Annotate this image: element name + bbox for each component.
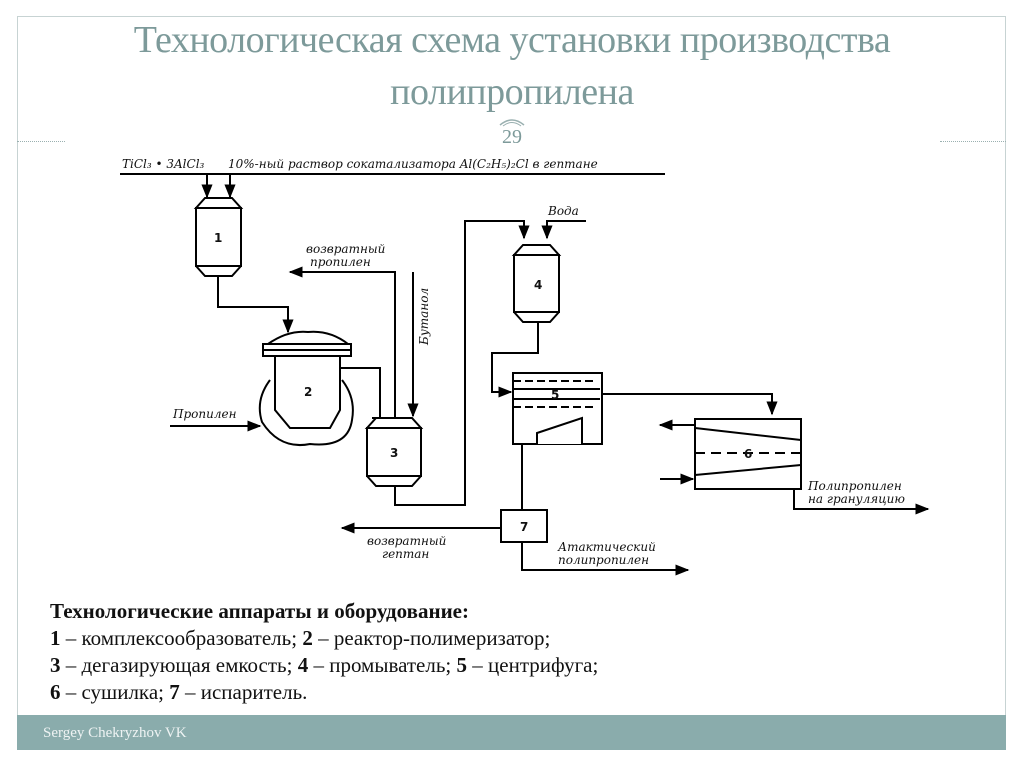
label-return-heptane-2: гептан	[382, 547, 429, 561]
legend-num: 6	[50, 680, 61, 704]
divider-right	[940, 141, 1006, 142]
legend-text: – испаритель.	[179, 680, 308, 704]
slide-title: Технологическая схема установки производ…	[133, 19, 891, 113]
dryer-6	[694, 418, 802, 490]
return-propylene-line	[288, 266, 396, 418]
label-atactic-2: полипропилен	[558, 553, 649, 567]
label-cocatalyst: 10%-ный раствор сокатализатора Al(C₂H₅)₂…	[228, 157, 598, 171]
line-3-to-4	[394, 220, 530, 506]
product-line	[793, 489, 930, 515]
unit-label-1: 1	[214, 231, 222, 245]
water-line	[541, 220, 586, 240]
footer-author: Sergey Chekryzhov VK	[43, 725, 187, 741]
unit-label-2: 2	[304, 385, 312, 399]
legend-line-1: 1 – комплексообразователь; 2 – реактор-п…	[50, 625, 950, 652]
label-product-2: на грануляцию	[808, 492, 905, 506]
legend-text: – реактор-полимеризатор;	[312, 626, 551, 650]
label-propylene: Пропилен	[172, 407, 237, 421]
unit-label-6: 6	[744, 447, 752, 461]
atactic-line	[521, 542, 690, 576]
line-4-to-5	[491, 322, 539, 398]
legend-num: 4	[297, 653, 309, 677]
legend-num: 3	[50, 653, 61, 677]
reactor-2	[258, 330, 354, 446]
legend-text: – центрифуга;	[467, 653, 599, 677]
line-2-to-3	[340, 367, 381, 419]
vessel-4	[511, 244, 562, 323]
legend-line-3: 6 – сушилка; 7 – испаритель.	[50, 679, 950, 706]
legend-text: – комплексообразователь;	[60, 626, 303, 650]
centrifuge-5	[512, 372, 603, 445]
unit-label-7: 7	[520, 520, 528, 534]
page-number: 29	[502, 126, 522, 148]
line-1-to-2	[217, 276, 294, 334]
unit-label-4: 4	[534, 278, 542, 292]
legend-num: 7	[169, 680, 180, 704]
label-return-propylene-1: возвратный	[306, 242, 385, 256]
divider-left	[17, 141, 65, 142]
footer-bar: Sergey Chekryzhov VK	[17, 715, 1006, 750]
label-return-heptane-1: возвратный	[367, 534, 446, 548]
label-catalyst: TiCl₃ • 3AlCl₃	[122, 157, 205, 171]
label-return-propylene-2: пропилен	[310, 255, 371, 269]
label-butanol: Бутанол	[417, 288, 431, 346]
equipment-legend: Технологические аппараты и оборудование:…	[50, 598, 950, 706]
unit-label-3: 3	[390, 446, 398, 460]
legend-num: 2	[302, 626, 313, 650]
label-product-1: Полипропилен	[807, 479, 902, 493]
line-5-to-6	[602, 393, 778, 416]
legend-num: 1	[50, 626, 61, 650]
evaporator-7	[500, 509, 548, 543]
legend-text: – промыватель;	[308, 653, 457, 677]
unit-label-5: 5	[551, 388, 559, 402]
label-atactic-1: Атактический	[557, 540, 656, 554]
legend-line-2: 3 – дегазирующая емкость; 4 – промывател…	[50, 652, 950, 679]
ornament-icon	[499, 119, 525, 127]
legend-text: – дегазирующая емкость;	[60, 653, 298, 677]
legend-num: 5	[456, 653, 468, 677]
label-water: Вода	[547, 204, 579, 218]
legend-text: – сушилка;	[60, 680, 170, 704]
legend-heading: Технологические аппараты и оборудование:	[50, 599, 469, 623]
